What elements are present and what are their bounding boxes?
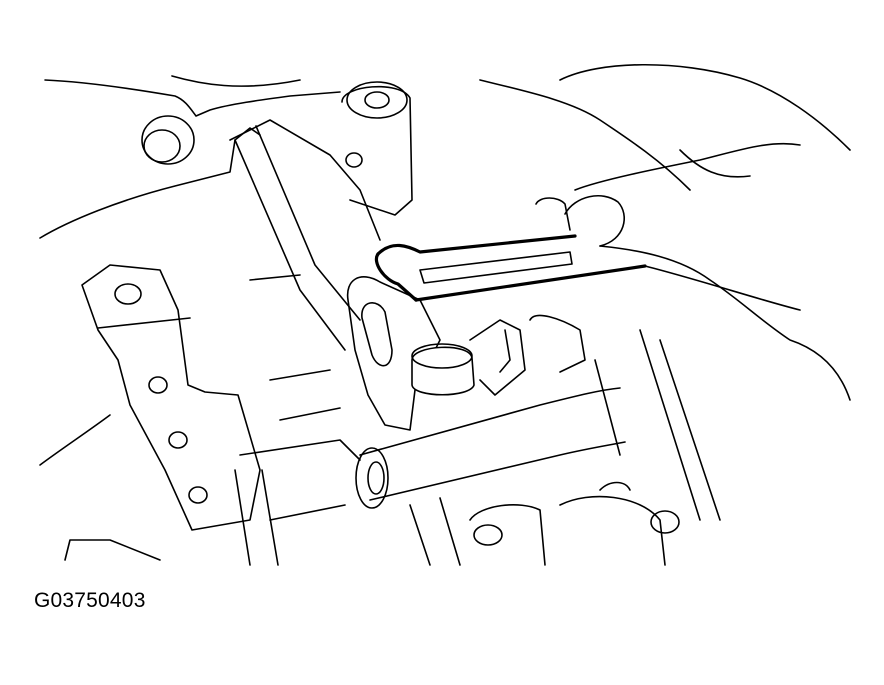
hook-clip-2	[499, 329, 511, 373]
pipe-end-inner	[367, 461, 385, 495]
right-clip	[529, 314, 586, 373]
figure-code-label: G03750403	[34, 589, 146, 612]
upper-boss-face	[346, 81, 408, 119]
pipe-end-outer	[355, 447, 389, 509]
hand-fingers	[599, 245, 851, 401]
lower-pipe-lines	[409, 497, 461, 566]
right-side-line	[639, 329, 721, 521]
engine-upper-outline	[44, 79, 341, 117]
upper-boss-hole	[364, 91, 390, 109]
engine-upper-outline-2	[171, 75, 301, 87]
engine-block-inner	[234, 139, 346, 351]
hand-knuckle	[679, 149, 751, 178]
lower-body-outline-5	[269, 504, 346, 521]
upper-boss-small-hole	[345, 152, 363, 168]
engine-block-inner-2	[255, 125, 361, 321]
hand-wrist	[559, 63, 851, 151]
lower-right-cap	[599, 481, 631, 491]
bracket-hole-1	[114, 283, 142, 305]
center-mount-slot	[361, 302, 393, 367]
left-mount-boss-face	[143, 129, 181, 163]
wrench-jaw	[374, 252, 418, 302]
lower-fitting	[473, 524, 503, 546]
lower-body-outline-3	[234, 469, 279, 566]
lower-right-housing-2	[469, 504, 546, 566]
lower-body-outline-2	[64, 539, 161, 561]
bracket-hole-3	[168, 431, 188, 449]
lower-body-outline-4	[239, 439, 361, 461]
lower-right-housing	[559, 495, 666, 566]
lower-body-outline	[39, 414, 111, 466]
left-bracket-plate	[81, 264, 261, 531]
bracket-hole-2	[148, 376, 168, 394]
bolt-head-top	[411, 343, 473, 369]
wrench-slot	[419, 251, 573, 284]
wrench-outline	[376, 234, 647, 302]
hand-palm	[644, 265, 801, 311]
center-mount-plate	[346, 276, 441, 431]
hand-upper	[574, 142, 801, 191]
engine-block-edge	[39, 127, 261, 239]
bracket-hole-4	[188, 486, 208, 504]
top-clip	[535, 197, 571, 231]
upper-boss-body	[341, 85, 413, 216]
hook-clip	[469, 319, 526, 396]
hand-upper-2	[479, 79, 691, 191]
detail-strokes	[249, 274, 341, 421]
pipe-body	[359, 387, 626, 501]
left-mount-boss	[141, 115, 195, 165]
right-side-line-2	[594, 359, 621, 456]
left-bracket-plate-rim	[97, 317, 191, 329]
bolt-head	[411, 346, 475, 396]
lower-right-fitting	[650, 510, 680, 534]
hand-thumb	[564, 194, 626, 247]
